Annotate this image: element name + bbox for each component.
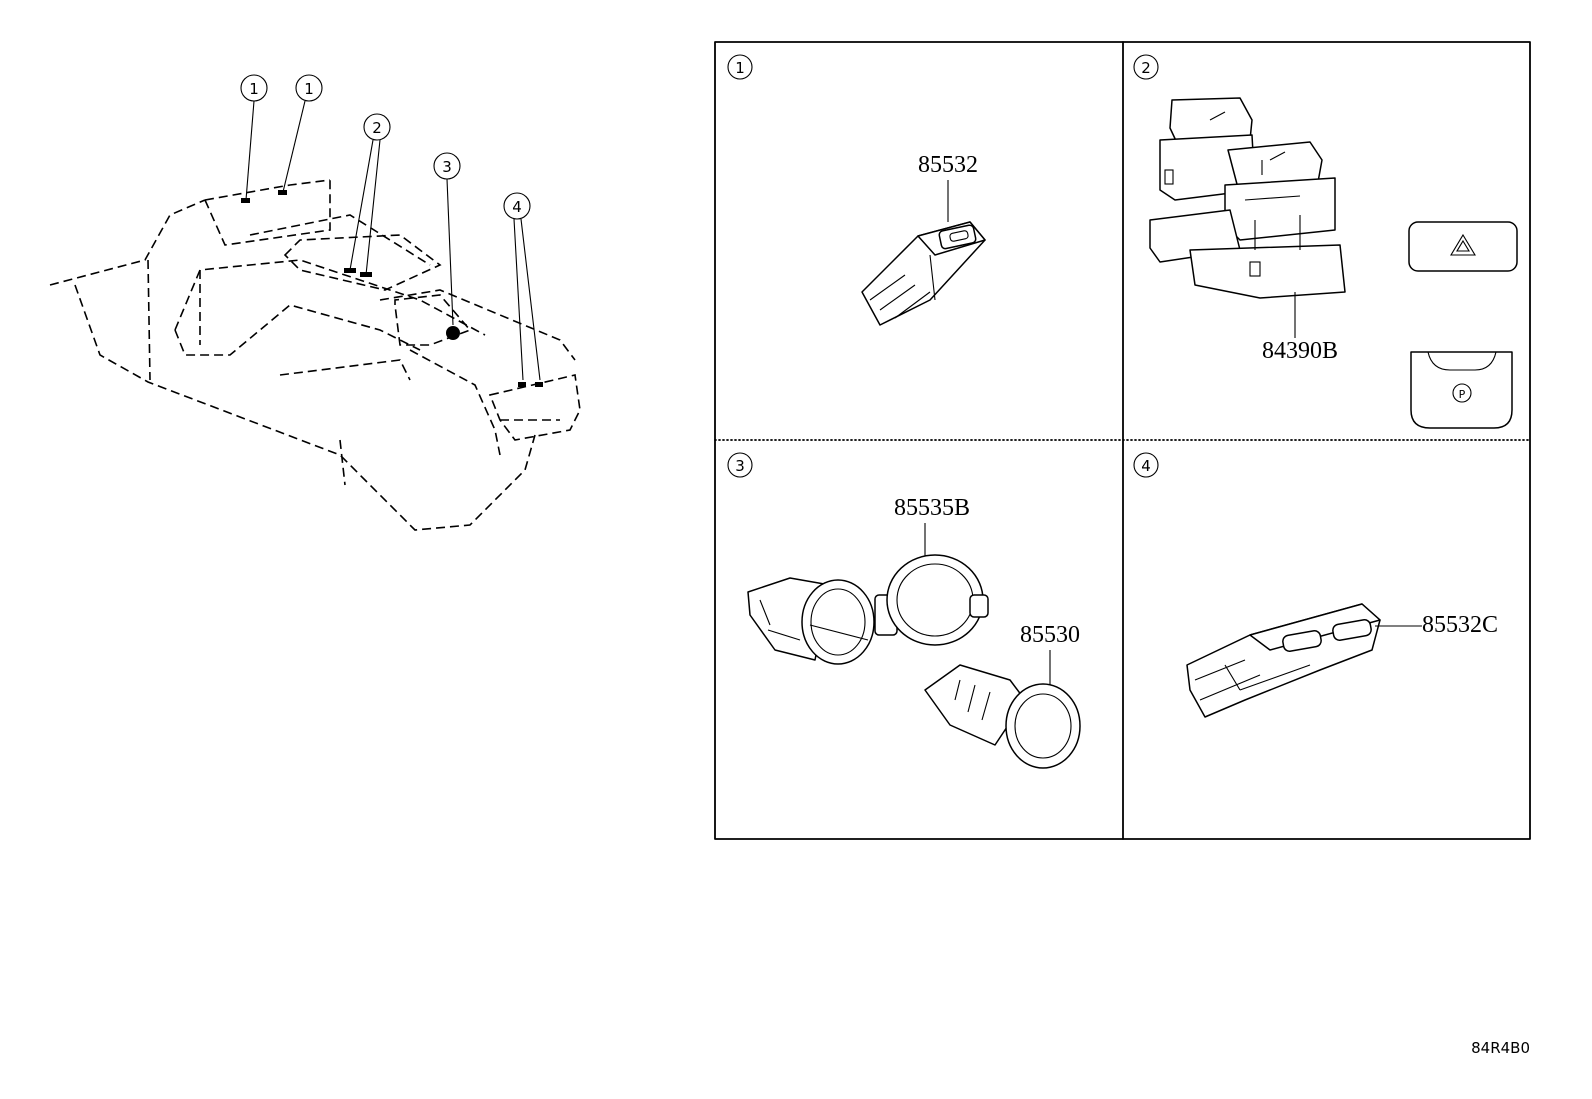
callout-3: 3 xyxy=(442,158,452,176)
part-85532C-label: 85532C xyxy=(1422,612,1498,638)
socket-drawing xyxy=(924,664,1081,769)
panel-3-number: 3 xyxy=(735,457,745,475)
socket-with-cap-drawing xyxy=(747,554,989,665)
usb-port-dual-drawing xyxy=(1186,603,1381,718)
switch-assembly-drawing xyxy=(1149,97,1346,299)
svg-text:P: P xyxy=(1459,388,1466,401)
panel-3: 3 85535B 85530 xyxy=(727,452,1081,769)
panel-2: 2 84390B P xyxy=(1133,54,1518,429)
part-85532-label: 85532 xyxy=(918,152,978,178)
part-85535B-label: 85535B xyxy=(894,495,970,521)
panel-4-number: 4 xyxy=(1141,457,1151,475)
callout-4: 4 xyxy=(512,198,522,216)
callout-2: 2 xyxy=(372,119,382,137)
usb-port-single-drawing xyxy=(861,221,986,326)
panel-1-number: 1 xyxy=(735,59,745,77)
console-overview: 1 1 2 3 4 xyxy=(49,74,581,531)
parts-grid: 1 85532 2 xyxy=(714,41,1531,840)
parking-button: P xyxy=(1410,351,1513,429)
panel-2-number: 2 xyxy=(1141,59,1151,77)
part-85530-label: 85530 xyxy=(1020,622,1080,648)
panel-4: 4 85532C xyxy=(1133,452,1498,718)
diagram-code: 84R4B0 xyxy=(1471,1039,1530,1057)
hazard-button xyxy=(1408,221,1518,272)
callout-1a: 1 xyxy=(249,80,259,98)
part-84390B-label: 84390B xyxy=(1262,338,1338,364)
callout-1b: 1 xyxy=(304,80,314,98)
panel-1: 1 85532 xyxy=(727,54,986,326)
